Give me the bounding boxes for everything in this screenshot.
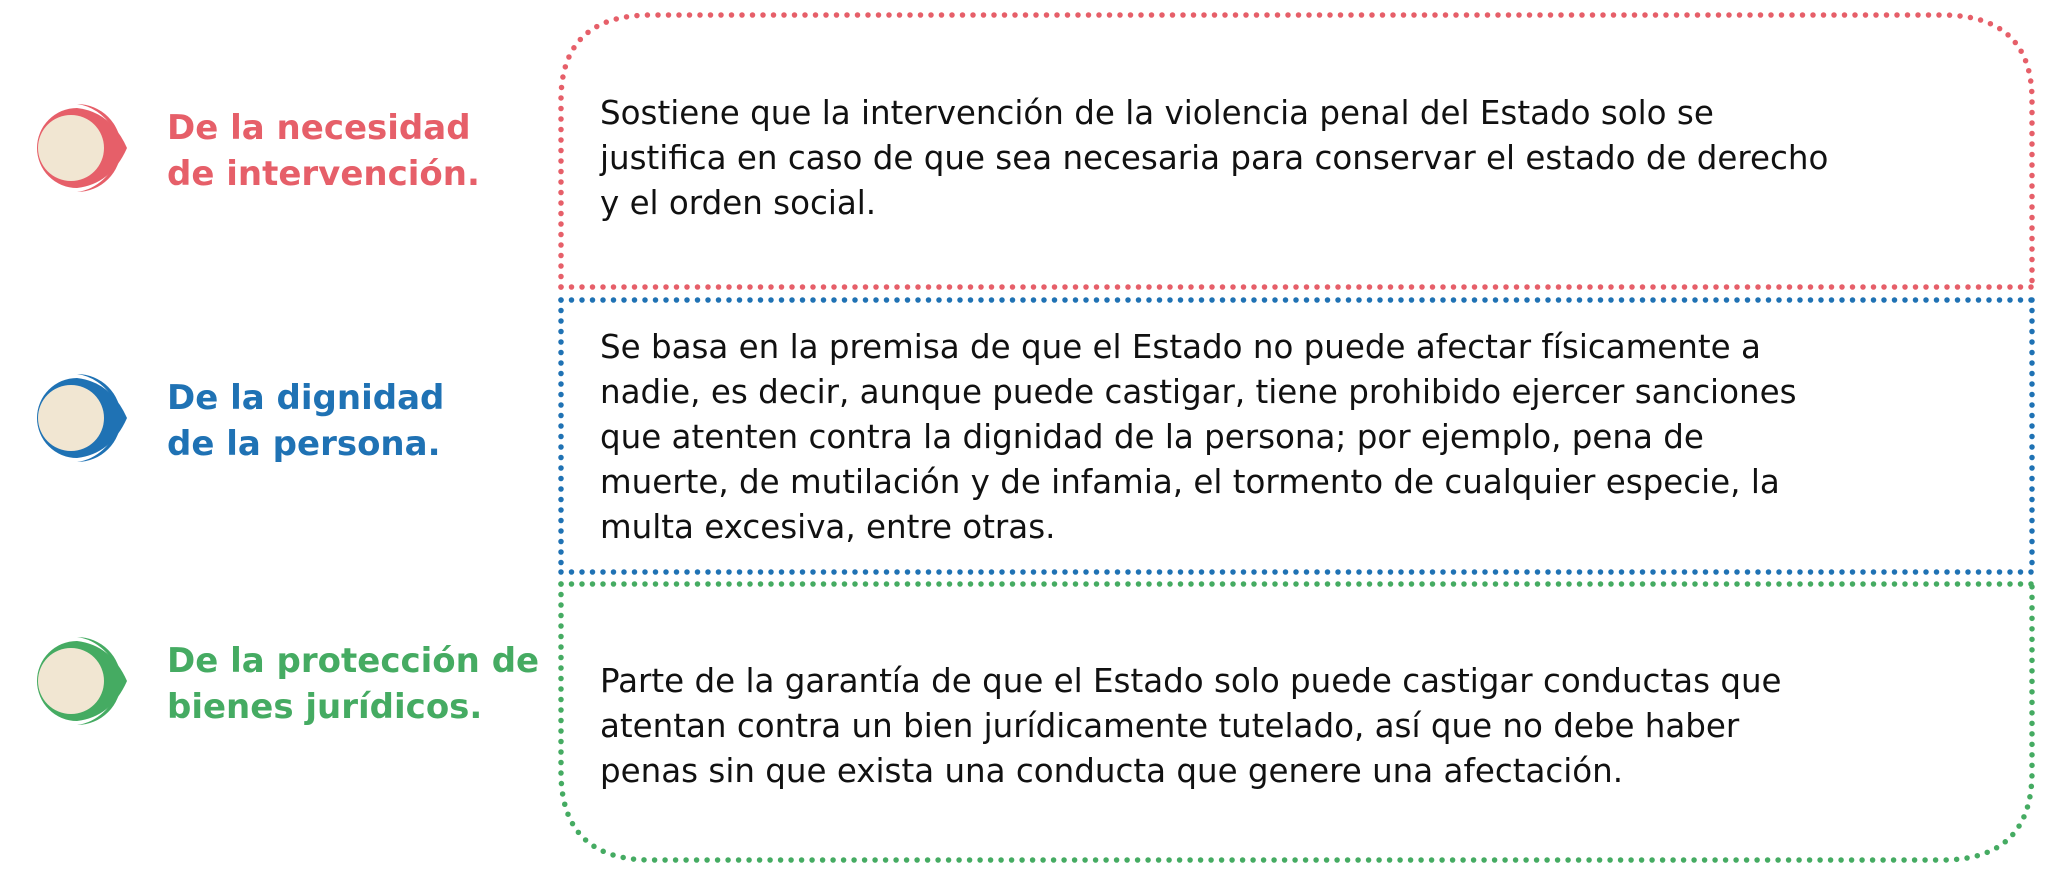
dignidad-description-line-4: muerte, de mutilación y de infamia, el t… [600, 463, 1780, 501]
dignidad-description: Se basa en la premisa de que el Estado n… [600, 325, 2020, 550]
proteccion-description-line-3: penas sin que exista una conducta que ge… [600, 752, 1624, 790]
necesidad-description-line-3: y el orden social. [600, 184, 877, 222]
proteccion-pin-icon [33, 637, 127, 725]
necesidad-description-line-1: Sostiene que la intervención de la viole… [600, 94, 1714, 132]
proteccion-title-line-2: bienes jurídicos. [167, 687, 483, 727]
necesidad-title: De la necesidad de intervención. [167, 105, 480, 197]
necesidad-title-line-2: de intervención. [167, 154, 480, 194]
dignidad-title-line-1: De la dignidad [167, 378, 445, 418]
necesidad-panel-border [558, 12, 2035, 290]
dignidad-pin-icon [33, 374, 127, 462]
dignidad-description-line-2: nadie, es decir, aunque puede castigar, … [600, 373, 1797, 411]
proteccion-title-line-1: De la protección de [167, 641, 540, 681]
necesidad-pin-icon [33, 104, 127, 192]
dignidad-description-line-5: multa excesiva, entre otras. [600, 508, 1056, 546]
dignidad-description-line-3: que atenten contra la dignidad de la per… [600, 418, 1704, 456]
proteccion-title: De la protección de bienes jurídicos. [167, 638, 539, 730]
proteccion-description-line-1: Parte de la garantía de que el Estado so… [600, 662, 1782, 700]
necesidad-title-line-1: De la necesidad [167, 108, 471, 148]
proteccion-description-line-2: atentan contra un bien jurídicamente tut… [600, 707, 1740, 745]
dignidad-title: De la dignidad de la persona. [167, 375, 444, 467]
necesidad-description-line-2: justifica en caso de que sea necesaria p… [600, 139, 1829, 177]
dignidad-title-line-2: de la persona. [167, 424, 441, 464]
necesidad-description: Sostiene que la intervención de la viole… [600, 91, 2020, 226]
proteccion-description: Parte de la garantía de que el Estado so… [600, 659, 2020, 794]
proteccion-panel-border [558, 581, 2035, 863]
dignidad-description-line-1: Se basa en la premisa de que el Estado n… [600, 328, 1761, 366]
